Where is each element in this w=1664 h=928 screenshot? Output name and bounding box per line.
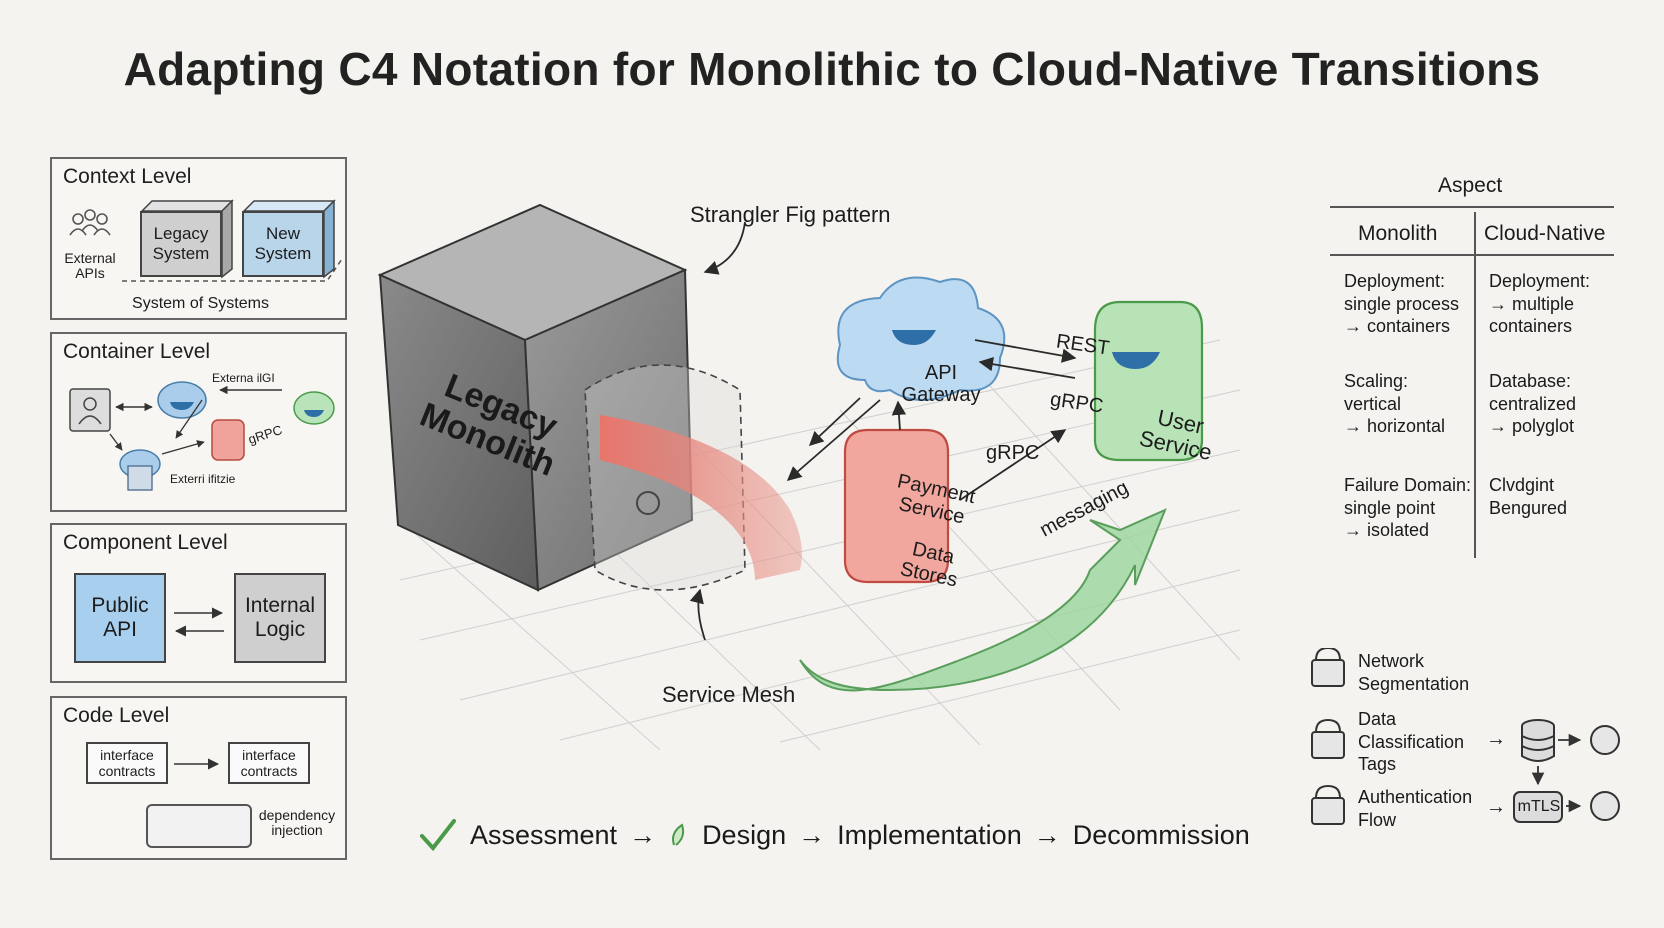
flow-assessment: Assessment (470, 819, 618, 850)
flow-decommission: Decommission (1072, 819, 1250, 850)
system-of-systems-label: System of Systems (132, 295, 269, 312)
code-level-panel: Code Level interface contracts interface… (50, 696, 347, 860)
component-arrows (174, 607, 224, 637)
table-col-monolith: Monolith (1358, 222, 1438, 245)
lock-icon (1311, 648, 1345, 687)
container-level-panel: Container Level Externa ilGI gRPC Exterr… (50, 332, 347, 512)
table-col-cloud-native: Cloud-Native (1484, 222, 1606, 245)
public-api-box: Public API (74, 573, 166, 663)
strangler-fig-label: Strangler Fig pattern (690, 202, 891, 227)
context-level-panel: Context Level External APIs Legacy Syste… (50, 157, 347, 320)
docker-icon-gateway (892, 330, 936, 345)
docker-icon (157, 381, 207, 419)
data-classification-label: Data Classification Tags (1358, 709, 1465, 774)
flow-arrow-3: → (1033, 819, 1061, 850)
internal-logic-label: Internal Logic (244, 593, 316, 641)
authentication-flow-label: Authentication Flow (1358, 787, 1473, 830)
migration-illustration (377, 203, 1241, 750)
docker-icon-green (293, 391, 335, 425)
extraction-beam (600, 415, 802, 580)
legacy-system-box: Legacy System (140, 211, 222, 277)
mtls-box (1513, 791, 1563, 823)
gear-icon (636, 491, 660, 515)
lock-icon-2 (1311, 718, 1345, 759)
token-icon (1590, 791, 1620, 821)
container-label-bottom: Exterri ifitzie (170, 472, 236, 486)
interface-contracts-box-a: interface contracts (86, 742, 168, 784)
docker-icon-user (1112, 352, 1160, 369)
flow-arrow-2: → (798, 819, 826, 850)
legacy-system-label: Legacy System (152, 224, 210, 263)
page-title: Adapting C4 Notation for Monolithic to C… (123, 43, 1541, 95)
service-icon-red (211, 419, 245, 461)
context-sketch (69, 199, 343, 282)
mtls-label: mTLS (1517, 798, 1561, 815)
flow-arrow-1: → (629, 819, 657, 850)
new-system-box: New System (242, 211, 324, 277)
interface-contracts-label-b: interface contracts (240, 746, 298, 779)
flow-design: Design (702, 819, 787, 850)
dependency-injection-label: dependency injection (258, 807, 336, 839)
check-icon (420, 819, 456, 852)
container-level-title: Container Level (63, 340, 211, 363)
table-row-2-right: Database:centralized→ polyglot (1489, 371, 1577, 436)
table-row-2-left: Scaling:vertical→ horizontal (1344, 371, 1446, 436)
interface-contracts-box-b: interface contracts (228, 742, 310, 784)
database-icon (1521, 719, 1555, 762)
migration-flow: Assessment → Design → Implementation → D… (418, 818, 1250, 852)
internal-logic-box: Internal Logic (234, 573, 326, 663)
table-column-divider (1474, 212, 1476, 558)
table-top-rule (1330, 206, 1614, 208)
user-service-box (1093, 300, 1204, 462)
network-segmentation-label: Network Segmentation (1358, 651, 1470, 694)
code-level-title: Code Level (63, 704, 170, 727)
people-icon (69, 209, 111, 236)
lock-icon-3 (1311, 784, 1345, 825)
strangler-arrow (703, 221, 746, 275)
component-level-title: Component Level (63, 531, 228, 554)
external-apis-label: External APIs (64, 250, 116, 282)
dependency-injection-shape (146, 804, 252, 848)
context-level-title: Context Level (63, 165, 192, 188)
sec-arrow-1: → (1486, 728, 1506, 750)
payment-service-box (843, 428, 950, 584)
flow-implementation: Implementation (837, 819, 1022, 850)
table-row-3-left: Failure Domain:single point→ isolated (1344, 475, 1472, 540)
leaf-icon (672, 823, 685, 846)
code-arrow (174, 758, 220, 770)
interface-contracts-label-a: interface contracts (98, 746, 156, 779)
public-api-label: Public API (91, 593, 149, 641)
transition-arrow (799, 508, 1167, 692)
service-mesh-arrow (689, 588, 706, 641)
table-row-1-left: Deployment:single process→ containers (1344, 271, 1460, 336)
table-header-rule (1330, 254, 1614, 256)
sec-arrow-2: → (1486, 796, 1506, 818)
api-gateway-label: API Gateway (901, 362, 981, 406)
container-label-top: Externa ilGI (212, 371, 275, 385)
shield-icon (1590, 725, 1620, 755)
service-mesh-label: Service Mesh (662, 682, 796, 707)
grpc-label-mid: gRPC (986, 442, 1040, 464)
component-level-panel: Component Level Public API Internal Logi… (50, 523, 347, 683)
table-header-aspect: Aspect (1438, 174, 1503, 197)
security-sketch (1311, 648, 1620, 825)
container-sketch (69, 381, 335, 491)
new-system-label: New System (254, 224, 312, 263)
